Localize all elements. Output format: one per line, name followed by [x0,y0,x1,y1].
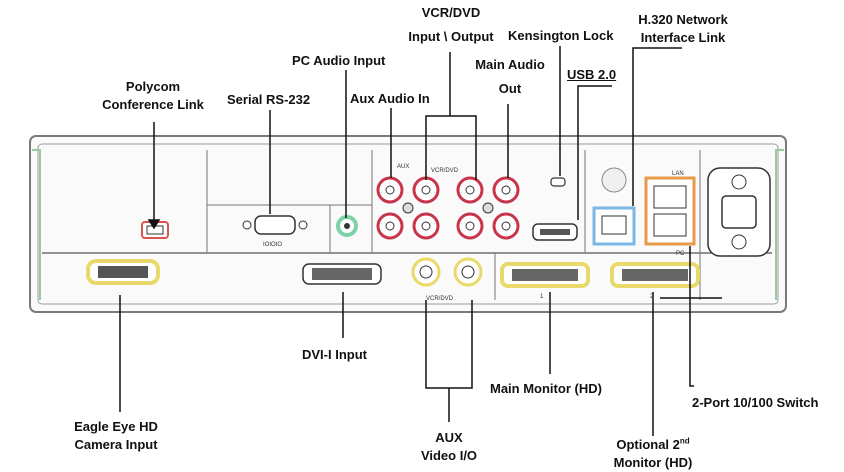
label-aux-video: AUX Video I/O [420,430,478,463]
mark-vcr-bottom: VCR/DVD [426,296,454,302]
lan-switch [644,176,696,246]
label-kensington: Kensington Lock [508,28,614,43]
aux-audio-jacks [376,176,440,240]
label-pc-audio: PC Audio Input [292,53,386,68]
label-serial: Serial RS-232 [227,92,311,107]
aux-video-port-1 [411,257,441,287]
kensington-slot [550,177,566,187]
h320-port [592,206,636,246]
mark-serial: IOIOIO [263,242,282,248]
mark-vcr-top: VCR/DVD [431,168,459,174]
label-optional-monitor: Optional 2nd Monitor (HD) [613,436,693,470]
mark-monitor2: 2 [650,294,654,300]
serial-port [254,215,296,235]
label-dvi-input: DVI-I Input [302,347,367,362]
label-main-audio: Main Audio Out [475,57,545,96]
label-switch: 2-Port 10/100 Switch [692,395,819,410]
label-usb: USB 2.0 [567,67,617,82]
label-main-monitor: Main Monitor (HD) [490,381,602,396]
mark-pc: PC [676,251,685,257]
aux-video-port-2 [453,257,483,287]
green-trim-left [32,149,41,300]
vcr-audio-jacks [456,176,520,240]
chassis-outline [29,135,787,313]
label-polycom: Polycom Conference Link [102,79,204,112]
green-trim-right [775,149,784,300]
label-aux-audio: Aux Audio In [350,91,430,106]
label-h320: H.320 Network Interface Link [638,12,728,45]
chassis-inner [37,143,779,305]
mark-lan: LAN [672,171,684,177]
leader-lines [119,46,722,436]
label-eagle-eye: Eagle Eye HD Camera Input [74,419,158,452]
mark-aux: AUX [397,164,409,170]
mark-monitor1: 1 [540,294,544,300]
label-vcr: VCR/DVD Input \ Output [408,5,494,44]
power-inlet [707,167,771,257]
